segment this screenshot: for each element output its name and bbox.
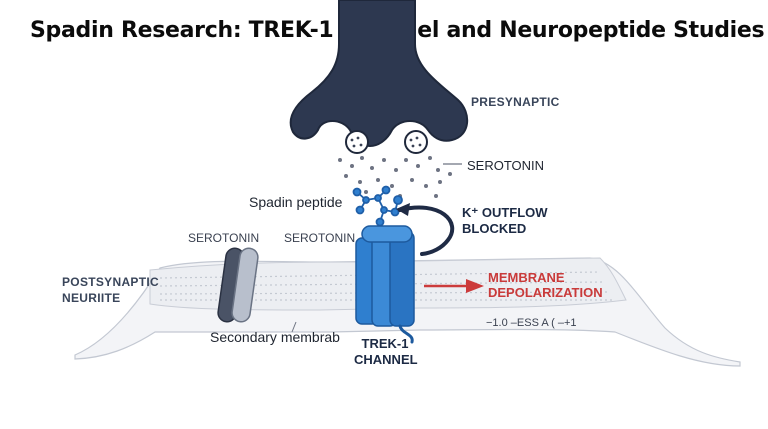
postsynaptic-line2: NEURIITE bbox=[62, 291, 121, 305]
presynaptic-terminal bbox=[289, 0, 468, 148]
trek1-line2: CHANNEL bbox=[354, 352, 418, 367]
postsynaptic-label: POSTSYNAPTIC NEURIITE bbox=[62, 274, 159, 306]
serotonin-receptor bbox=[217, 247, 259, 323]
depolarization-arrow bbox=[424, 279, 484, 293]
scale-readout: −1.0 –ESS A ( –+1 bbox=[486, 317, 577, 329]
presynaptic-label: PRESYNAPTIC bbox=[471, 95, 560, 109]
serotonin-label-right: SEROTONIN bbox=[467, 158, 545, 173]
trek1-line1: TREK-1 bbox=[361, 336, 409, 351]
k-outflow-label: K⁺ OUTFLOW BLOCKED bbox=[462, 205, 548, 237]
membrane-line2: DEPOLARIZATION bbox=[488, 285, 603, 300]
secondary-membrane-pointer bbox=[291, 321, 297, 333]
trek1-channel bbox=[355, 225, 415, 344]
k-outflow-arrow bbox=[396, 203, 455, 256]
membrane-depolarization-label: MEMBRANE DEPOLARIZATION bbox=[488, 270, 603, 300]
spadin-peptide-label: Spadin peptide bbox=[249, 194, 343, 210]
vesicle-right bbox=[404, 130, 428, 154]
serotonin-label-center: SEROTONIN bbox=[284, 231, 356, 245]
vesicle-left bbox=[345, 130, 369, 154]
k-outflow-line2: BLOCKED bbox=[462, 221, 527, 236]
secondary-membrane-label: Secondary membrab bbox=[210, 329, 340, 345]
spadin-peptide-icon bbox=[352, 185, 403, 227]
postsynaptic-line1: POSTSYNAPTIC bbox=[62, 275, 159, 289]
serotonin-label-left: SEROTONIN bbox=[188, 231, 260, 245]
trek1-channel-label: TREK-1 CHANNEL bbox=[354, 336, 418, 368]
k-outflow-line1: K⁺ OUTFLOW bbox=[462, 205, 548, 220]
membrane-line1: MEMBRANE bbox=[488, 270, 565, 285]
serotonin-particles bbox=[338, 156, 452, 198]
